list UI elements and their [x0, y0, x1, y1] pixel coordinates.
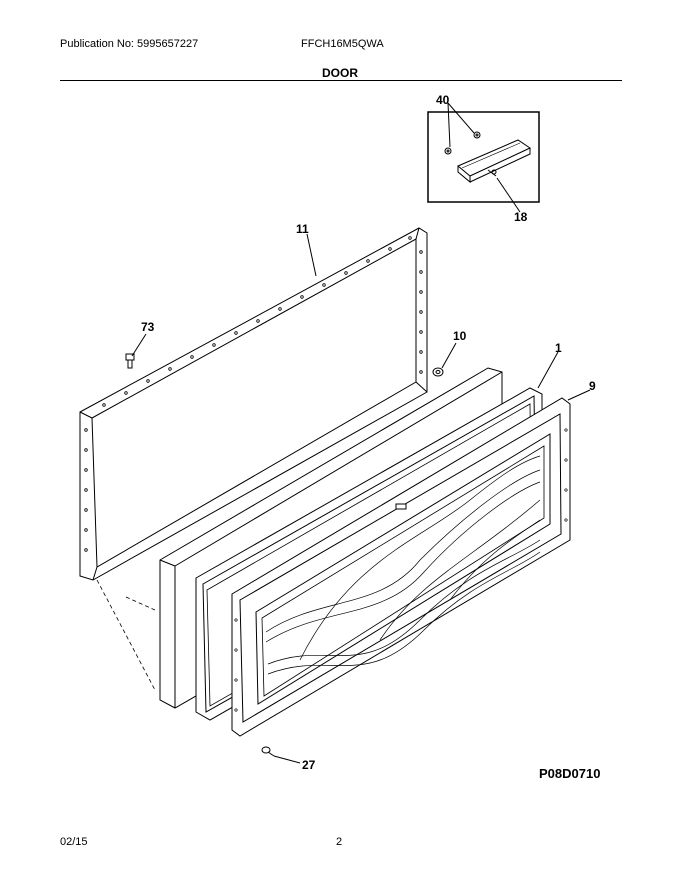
- handle-part: [457, 139, 532, 184]
- callout-10: 10: [453, 329, 467, 343]
- model-number: FFCH16M5QWA: [301, 38, 384, 50]
- liner-wave-pattern: [265, 455, 541, 675]
- inner-door-liner: [231, 397, 571, 737]
- drawing-id: P08D0710: [539, 766, 601, 781]
- footer-page-number: 2: [336, 836, 343, 848]
- handle-screw: [473, 131, 481, 139]
- callout-11: 11: [296, 222, 309, 236]
- header-rule: [60, 80, 622, 81]
- outer-door-panel: [79, 227, 428, 581]
- liner-rim-holes: [234, 428, 568, 712]
- callout-9: 9: [589, 379, 596, 393]
- callout-40: 40: [436, 93, 450, 107]
- door-bumper: [432, 367, 444, 377]
- liner-latch-slot: [395, 503, 407, 510]
- liner-screw: [261, 746, 275, 757]
- leader-lines: [131, 102, 591, 764]
- callout-18: 18: [514, 210, 528, 224]
- footer-date: 02/15: [60, 836, 88, 848]
- panel-screw-holes: [84, 236, 423, 552]
- callout-27: 27: [302, 758, 316, 772]
- callout-1: 1: [555, 341, 562, 355]
- publication-number: Publication No: 5995657227: [60, 38, 199, 50]
- section-title: DOOR: [322, 66, 358, 80]
- alignment-lines: [96, 579, 156, 691]
- hinge-pin: [125, 353, 135, 369]
- handle-detail-box: [427, 111, 540, 203]
- handle-screw: [444, 147, 452, 155]
- callout-73: 73: [141, 320, 155, 334]
